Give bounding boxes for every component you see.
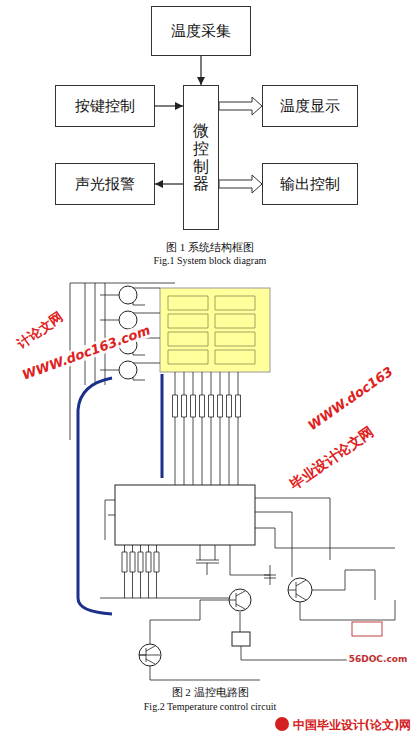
watermark: 毕业设计论文网	[285, 422, 379, 495]
watermark: 计论文网	[12, 306, 69, 354]
output-terminal	[352, 622, 382, 636]
input-box: 按键控制	[55, 85, 155, 127]
watermark: 中国毕业设计(论文)网	[291, 717, 414, 734]
figure-caption: Fig.1 System block diagram	[154, 255, 267, 266]
figure-caption: Fig.2 Temperature control circuit	[142, 701, 278, 712]
transistor-symbol	[139, 644, 161, 666]
site-logo	[275, 717, 289, 731]
output-box: 声光报警	[55, 163, 155, 205]
watermark: 56DOC.com	[347, 654, 410, 664]
transistor-symbol	[229, 589, 251, 611]
output-box: 输出控制	[262, 163, 358, 205]
watermark: 56DOC.com	[347, 648, 410, 666]
watermark: 计论文网	[12, 307, 68, 354]
output-box: 温度显示	[262, 85, 358, 127]
watermark: WWW.doc163	[303, 362, 397, 434]
hollow-arrow	[219, 175, 262, 193]
box-label: 温度采集	[171, 22, 231, 41]
watermark: 毕业设计论文网	[285, 421, 379, 495]
figure-caption: Fig.1 System block diagram	[154, 250, 267, 268]
microcontroller-chip	[115, 485, 255, 545]
box-label: 温度显示	[280, 97, 340, 116]
arrow-line	[155, 105, 183, 106]
arrow-line	[155, 183, 183, 184]
figure-caption: Fig.2 Temperature control circuit	[142, 696, 278, 714]
transistor-symbol	[119, 361, 137, 379]
box-label: 按键控制	[75, 97, 135, 116]
figure-caption: 图 2 温控电路图	[172, 685, 249, 700]
controller-box: 微控制器	[183, 85, 219, 230]
hollow-arrow	[219, 97, 262, 115]
input-box: 温度采集	[151, 6, 251, 56]
transistor-symbol	[119, 286, 137, 304]
box-label: 微控制器	[193, 122, 209, 192]
led-display	[160, 288, 270, 372]
relay-symbol	[232, 632, 250, 646]
box-label: 声光报警	[75, 175, 135, 194]
transistor-symbol	[288, 578, 312, 602]
figure-caption: 图 1 系统结构框图	[166, 237, 254, 255]
watermark: 中国毕业设计(论文)网	[291, 715, 414, 734]
watermark: WWW.doc163	[302, 361, 397, 435]
box-label: 输出控制	[280, 175, 340, 194]
figure-caption: 图 1 系统结构框图	[166, 240, 254, 255]
display-digit	[168, 296, 255, 364]
arrow-line	[200, 56, 201, 85]
figure-caption: 图 2 温控电路图	[172, 682, 249, 700]
